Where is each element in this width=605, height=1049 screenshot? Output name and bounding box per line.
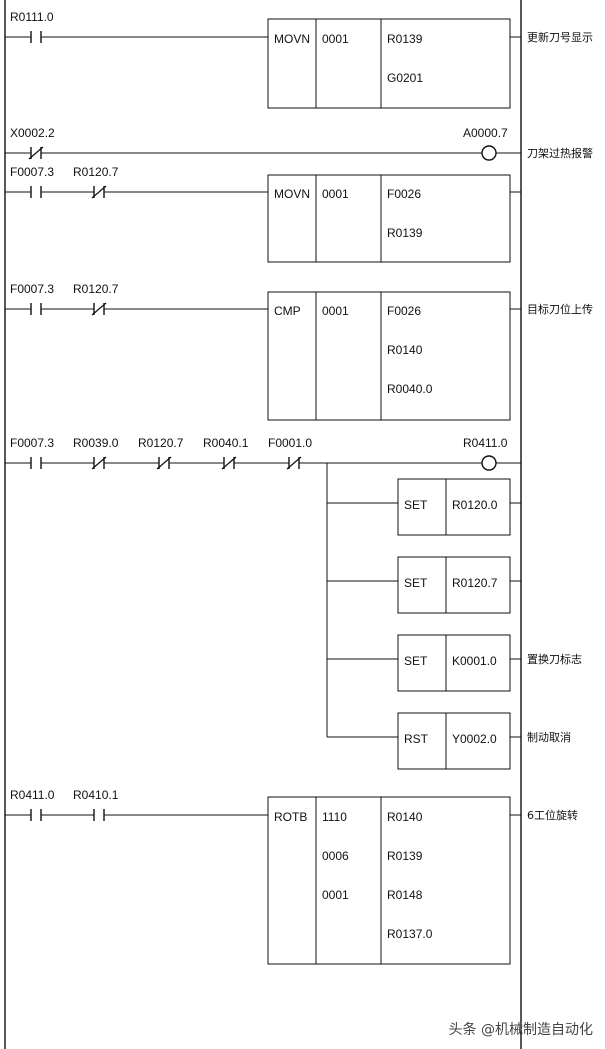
rung-4-contact-4-label: F0001.0 [268,436,312,450]
rung-5-contact-0-label: R0411.0 [10,788,55,802]
rung-2-contact-1-label: R0120.7 [73,165,119,179]
rung-4-branch-2-addr: K0001.0 [452,654,497,668]
rung-2-block-col-2-row-1: R0139 [387,226,423,240]
rung-4-contact-3-label: R0040.1 [203,436,249,450]
rung-3-contact-1-label: R0120.7 [73,282,119,296]
rung-4-contact-1-slash [91,456,107,470]
rung-4-branch-3-block [397,712,511,770]
rung-4-branch-0-addr: R0120.0 [452,498,498,512]
rung-2-contact-0-label: F0007.3 [10,165,54,179]
rung-0-comment: 更新刀号显示 [527,30,593,44]
rung-5-block-col-1-row-0: 1110 [322,810,347,824]
rung-2-function-block [267,174,511,263]
rung-0-block-col-2-row-0: R0139 [387,32,423,46]
rung-5-block-col-2-row-2: R0148 [387,888,423,902]
rung-3-comment: 目标刀位上传 [527,302,593,316]
rung-5-contact-1-label: R0410.1 [73,788,119,802]
rung-5-block-col-2-row-0: R0140 [387,810,423,824]
rung-0-function-block [267,18,511,109]
rung-5-block-col-1-row-1: 0006 [322,849,349,863]
rung-3-contact-0-label: F0007.3 [10,282,54,296]
rung-2-block-col-2-row-0: F0026 [387,187,421,201]
rung-5-block-col-2-row-3: R0137.0 [387,927,433,941]
rung-3-contact-1-slash [91,302,107,316]
rung-4-contact-2-label: R0120.7 [138,436,184,450]
rung-2-block-col-0-row-0: MOVN [274,187,310,201]
rung-1-comment: 刀架过热报警 [527,146,593,160]
rung-1-coil [481,145,497,161]
rung-4-coil [481,455,497,471]
rung-5-function-block [267,796,511,965]
rung-0-contact-0-label: R0111.0 [10,10,54,24]
rung-2-block-col-1-row-0: 0001 [322,187,349,201]
rung-4-branch-2-comment: 置换刀标志 [527,652,582,666]
rung-2-contact-1-slash [91,185,107,199]
rung-0-block-col-0-row-0: MOVN [274,32,310,46]
rung-4-contact-2-slash [156,456,172,470]
rung-4-branch-1-op: SET [404,576,428,590]
rung-3-block-col-2-row-0: F0026 [387,304,421,318]
rung-1-coil-label: A0000.7 [463,126,508,140]
rung-5-comment: 6工位旋转 [527,808,578,822]
rung-4-branch-2-op: SET [404,654,428,668]
rung-4-branch-1-addr: R0120.7 [452,576,498,590]
rung-4-branch-3-op: RST [404,732,429,746]
rung-4-contact-3-slash [221,456,237,470]
rung-0-block-col-1-row-0: 0001 [322,32,349,46]
rung-4-contact-4-slash [286,456,302,470]
rung-4-branch-3-addr: Y0002.0 [452,732,497,746]
rung-4-coil-label: R0411.0 [463,436,508,450]
watermark-text: 头条 @机械制造自动化 [448,1022,593,1038]
rung-1-contact-0-label: X0002.2 [10,126,55,140]
rung-4-branch-3-comment: 制动取消 [527,730,571,744]
rung-3-function-block [267,291,511,421]
rung-4-contact-0-label: F0007.3 [10,436,54,450]
rung-4-branch-2-block [397,634,511,692]
rung-4-branch-0-op: SET [404,498,428,512]
rung-5-block-col-1-row-2: 0001 [322,888,349,902]
rung-5-block-col-0-row-0: ROTB [274,810,307,824]
rung-1-contact-0-slash [28,146,44,160]
rung-4-branch-0-block [397,478,511,536]
rung-4-contact-1-label: R0039.0 [73,436,119,450]
rung-3-block-col-2-row-2: R0040.0 [387,382,433,396]
rung-0-block-col-2-row-1: G0201 [387,71,423,85]
rung-3-block-col-0-row-0: CMP [274,304,301,318]
rung-3-block-col-1-row-0: 0001 [322,304,349,318]
rung-3-block-col-2-row-1: R0140 [387,343,423,357]
rung-4-branch-1-block [397,556,511,614]
rung-5-block-col-2-row-1: R0139 [387,849,423,863]
